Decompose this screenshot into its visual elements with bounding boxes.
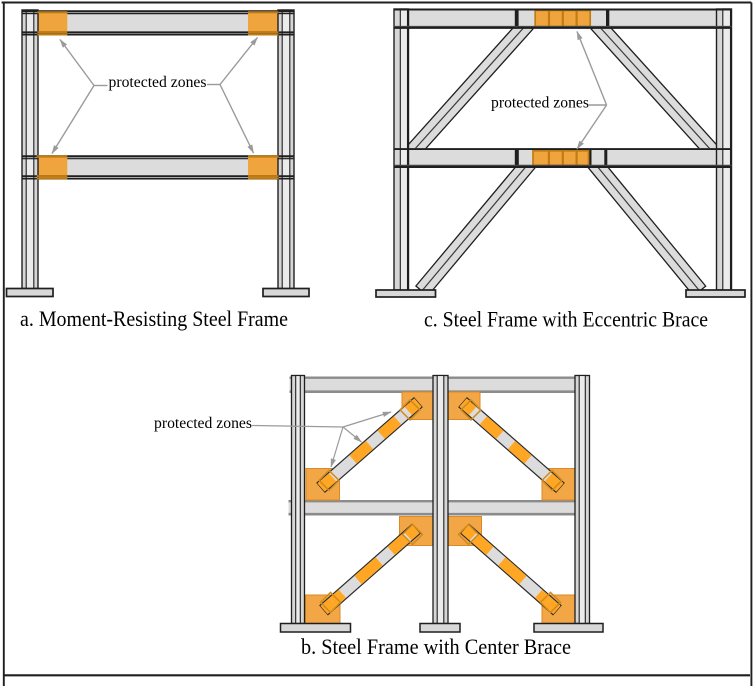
svg-text:protected zones: protected zones [491,95,589,112]
svg-text:protected zones: protected zones [109,74,207,91]
svg-text:b. Steel Frame with Center Bra: b. Steel Frame with Center Brace [301,634,571,659]
svg-text:a. Moment-Resisting Steel Fram: a. Moment-Resisting Steel Frame [20,306,288,331]
svg-text:protected zones: protected zones [154,415,252,432]
svg-text:c. Steel Frame with Eccentric: c. Steel Frame with Eccentric Brace [424,307,708,332]
